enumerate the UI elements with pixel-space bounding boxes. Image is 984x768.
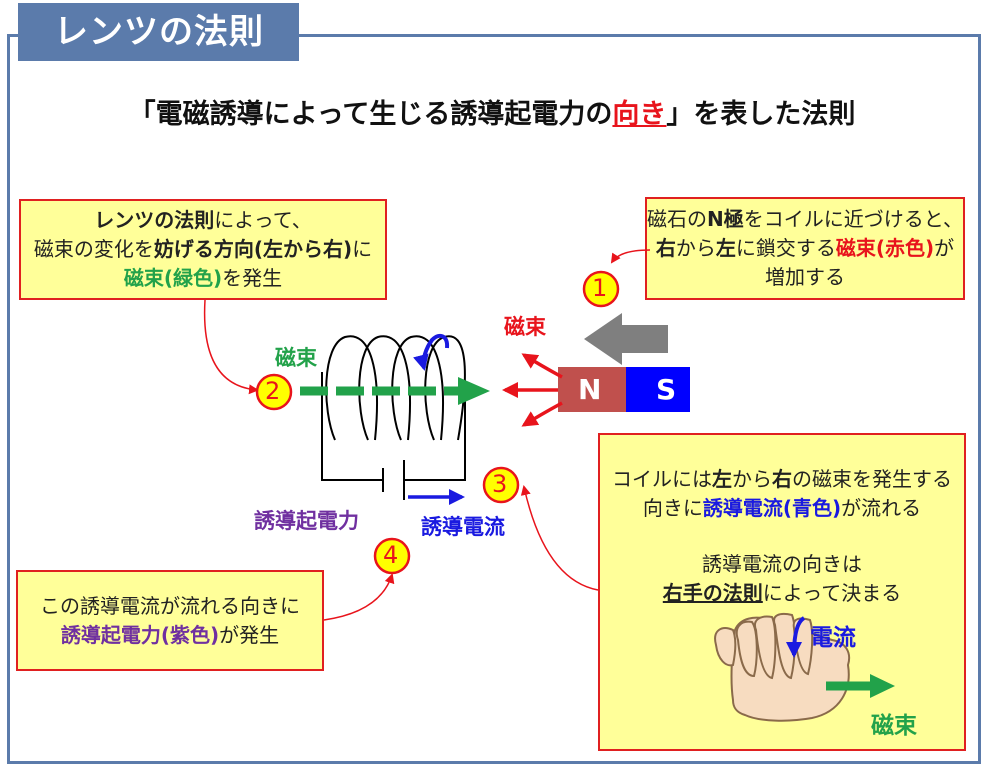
label-emf: 誘導起電力 xyxy=(254,509,359,533)
coil xyxy=(321,335,466,500)
right-hand-illustration xyxy=(714,612,851,722)
label-current: 誘導電流 xyxy=(421,515,505,539)
magnet-s-label: S xyxy=(656,373,677,406)
green-flux-arrow xyxy=(300,377,490,405)
hand-current-arrow xyxy=(786,616,806,658)
hand-flux-label: 磁束 xyxy=(871,713,917,739)
step-number-4: 4 xyxy=(383,541,399,569)
magnet xyxy=(558,367,690,412)
step-circles xyxy=(255,270,620,575)
red-flux-arrows xyxy=(502,353,563,427)
step-number-1: 1 xyxy=(592,274,608,302)
step-number-2: 2 xyxy=(265,377,281,405)
step4-box: この誘導電流が流れる向きに 誘導起電力(紫色)が発生 xyxy=(16,570,324,671)
step1-box: 磁石のN極をコイルに近づけると、 右から左に鎖交する磁束(赤色)が 増加する xyxy=(645,197,965,300)
hand-current-label: 電流 xyxy=(810,625,856,651)
label-flux-red: 磁束 xyxy=(504,315,546,339)
magnet-n-label: N xyxy=(578,373,602,406)
gray-motion-arrow xyxy=(584,313,668,365)
coil-current-arrow xyxy=(413,333,450,371)
step2-box: レンツの法則によって、 磁束の変化を妨げる方向(左から右)に 磁束(緑色)を発生 xyxy=(19,199,387,300)
headline-post: 」を表した法則 xyxy=(666,99,856,130)
callout-connectors xyxy=(203,249,651,621)
headline-emphasis: 向き xyxy=(612,99,667,130)
step-number-3: 3 xyxy=(492,470,508,498)
headline: 「電磁誘導によって生じる誘導起電力の向き」を表した法則 xyxy=(0,92,984,131)
page-title: レンツの法則 xyxy=(18,3,299,61)
label-flux-green: 磁束 xyxy=(275,346,317,370)
headline-pre: 「電磁誘導によって生じる誘導起電力の xyxy=(128,99,613,130)
